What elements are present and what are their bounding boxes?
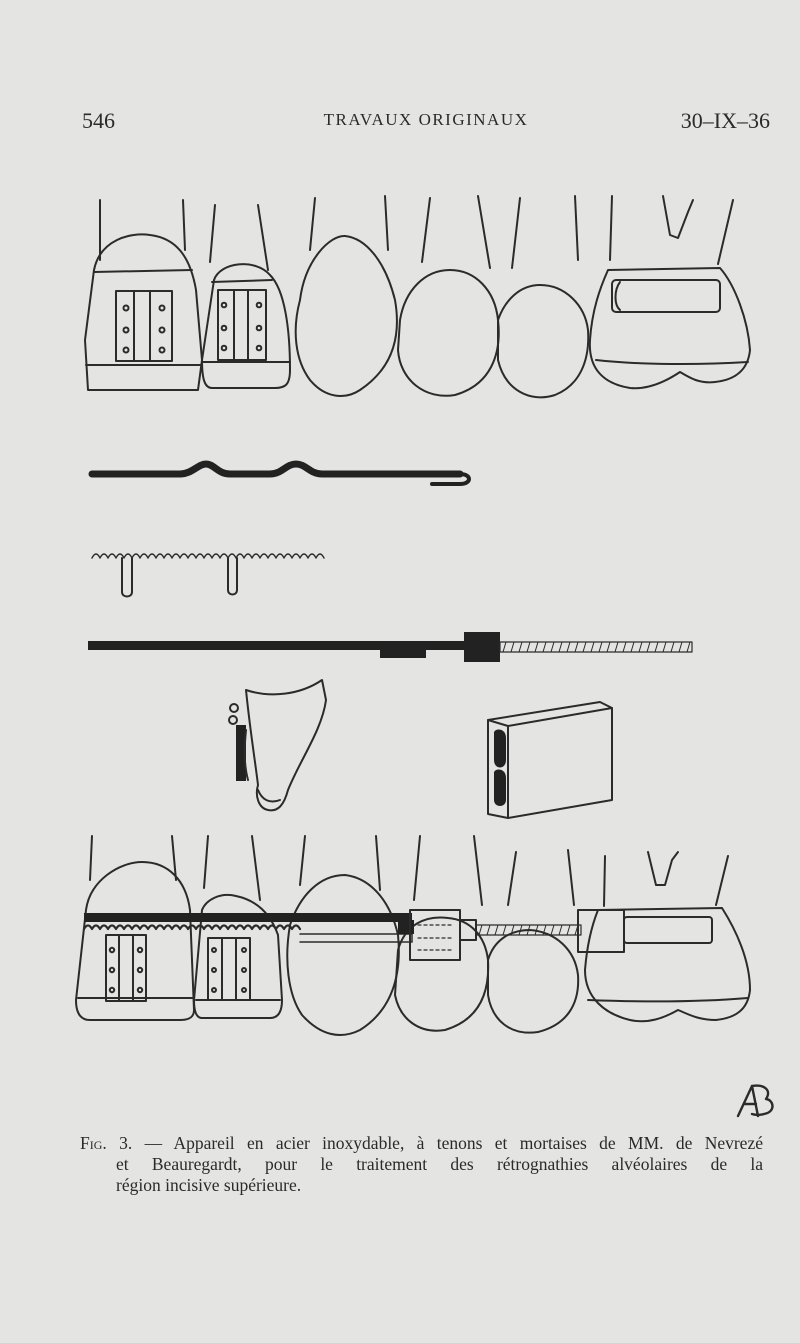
arch-wire-loops bbox=[88, 460, 471, 486]
mortise-block bbox=[487, 701, 613, 819]
artist-monogram bbox=[736, 1084, 774, 1118]
running-title: TRAVAUX ORIGINAUX bbox=[323, 110, 529, 129]
caption-line-2: et Beauregardt, pour le traitement des r… bbox=[116, 1154, 763, 1174]
figure-label: Fig. 3. bbox=[80, 1133, 133, 1153]
upper-teeth-row-top bbox=[84, 195, 751, 399]
page-number: 546 bbox=[82, 108, 115, 133]
tooth-canine-top bbox=[294, 234, 398, 397]
upper-teeth-row-bottom bbox=[75, 835, 751, 1036]
tooth-premolar-2-top bbox=[497, 284, 590, 399]
tooth-side-view bbox=[228, 679, 327, 812]
caption-line-1: — Appareil en acier inoxydable, à tenons… bbox=[132, 1133, 763, 1153]
threaded-rod bbox=[88, 632, 693, 662]
assembled-appliance bbox=[82, 909, 713, 961]
tooth-banded-2 bbox=[201, 263, 291, 389]
issue-date: 30–IX–36 bbox=[680, 108, 770, 133]
caption-line-3: région incisive supérieure. bbox=[116, 1175, 302, 1195]
tooth-banded-1 bbox=[84, 233, 203, 391]
tooth-premolar-1-top bbox=[397, 269, 500, 397]
figure-caption: Fig. 3. — Appareil en acier inoxydable, … bbox=[80, 1133, 763, 1196]
spring-coil-wire bbox=[91, 553, 325, 598]
tooth-molar-top bbox=[588, 267, 751, 390]
page-header: 546 TRAVAUX ORIGINAUX 30–IX–36 bbox=[82, 108, 770, 138]
